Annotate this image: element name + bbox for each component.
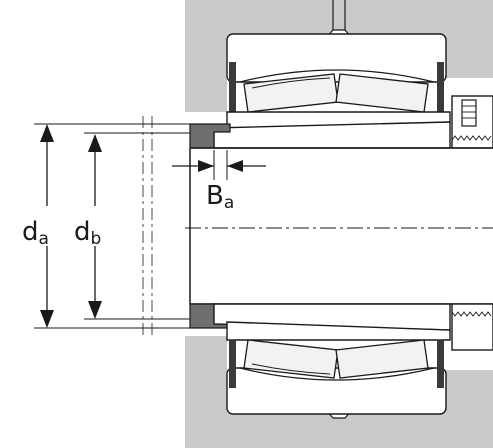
label-db: db <box>74 217 101 249</box>
housing-top-right-wall <box>446 48 493 78</box>
outer-ring-bottom <box>226 367 447 415</box>
label-da: da <box>22 217 49 249</box>
seal-bottom-right <box>437 340 444 388</box>
housing-bottom-left-wall <box>185 336 227 402</box>
housing-bottom-right-wall <box>446 370 493 402</box>
lock-nut-top <box>451 95 493 149</box>
housing-top-left-wall <box>185 48 227 112</box>
outer-ring-top <box>226 33 447 83</box>
inner-ring-bottom <box>213 303 451 341</box>
label-ba: Ba <box>206 181 234 213</box>
roller-bottom-left <box>243 339 339 379</box>
dimension-db <box>72 132 190 320</box>
roller-bottom-right <box>335 339 429 379</box>
seal-top-right <box>437 62 444 112</box>
seal-top-left <box>229 62 236 112</box>
shaft <box>185 147 493 305</box>
dimension-da <box>20 123 190 329</box>
lock-nut-bottom <box>451 303 493 351</box>
seal-bottom-left <box>229 340 236 388</box>
inner-ring-top <box>213 111 451 149</box>
dimension-ba <box>172 150 266 180</box>
